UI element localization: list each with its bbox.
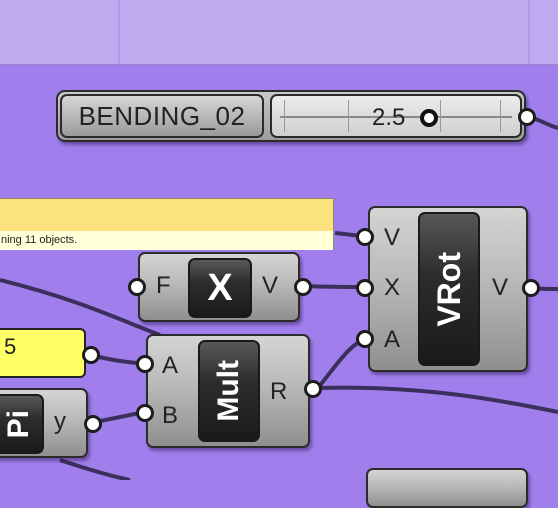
grid-line [118, 0, 120, 64]
slider-value: 2.5 [372, 104, 406, 131]
pi-component[interactable]: Pi y [0, 388, 88, 458]
slider-name: BENDING_02 [78, 100, 246, 131]
multiplication-name: Mult [212, 360, 245, 422]
slider-tick [440, 100, 441, 132]
multiplication-component[interactable]: A B Mult R [146, 334, 310, 448]
cross-product-center: X [188, 258, 252, 318]
slider-tick [500, 100, 501, 132]
input-grip-x[interactable] [356, 279, 374, 297]
output-label-v: V [492, 274, 509, 301]
output-grip-r[interactable] [304, 380, 322, 398]
number-slider[interactable]: BENDING_02 2.5 [56, 90, 526, 142]
wire [0, 278, 161, 337]
input-label-v: V [384, 224, 401, 251]
slider-tick [284, 100, 285, 132]
group-background [0, 0, 558, 66]
output-label-y: y [54, 408, 66, 435]
tooltip-header [0, 199, 333, 231]
tooltip: ning 11 objects. [0, 198, 334, 250]
wire [317, 385, 558, 414]
output-grip-v[interactable] [294, 278, 312, 296]
slider-rail [280, 116, 512, 118]
input-label-a: A [162, 352, 179, 379]
input-grip-a[interactable] [136, 355, 154, 373]
slider-track[interactable]: 2.5 [270, 94, 522, 138]
input-label-f: F [156, 272, 171, 299]
tooltip-text: ning 11 objects. [1, 234, 78, 246]
slider-name-box: BENDING_02 [60, 94, 264, 138]
wire [305, 284, 363, 289]
vector-rotate-component[interactable]: V X A VRot V [368, 206, 528, 372]
multiplication-center: Mult [198, 340, 260, 442]
wire [316, 337, 366, 390]
input-grip-f[interactable] [128, 278, 146, 296]
input-grip-v[interactable] [356, 228, 374, 246]
slider-output-grip[interactable] [518, 108, 536, 126]
output-grip-v[interactable] [522, 279, 540, 297]
panel-value: 5 [4, 334, 17, 359]
slider-handle[interactable] [420, 109, 438, 127]
vector-rotate-center: VRot [418, 212, 480, 366]
input-label-b: B [162, 402, 179, 429]
output-label-v: V [262, 272, 279, 299]
input-grip-a[interactable] [356, 330, 374, 348]
cross-product-component[interactable]: F X V [138, 252, 300, 322]
pi-center: Pi [0, 394, 44, 454]
vector-rotate-name: VRot [430, 251, 467, 327]
number-panel[interactable]: 5 [0, 328, 86, 378]
tooltip-body [0, 231, 333, 250]
cross-product-name: X [207, 266, 233, 309]
input-grip-b[interactable] [136, 404, 154, 422]
input-label-a: A [384, 326, 401, 353]
panel-output-grip[interactable] [82, 346, 100, 364]
pi-output-grip[interactable] [84, 415, 102, 433]
pi-name: Pi [2, 409, 35, 439]
slider-tick [348, 100, 349, 132]
offscreen-component[interactable] [366, 468, 528, 508]
output-label-r: R [270, 378, 288, 405]
grid-line [528, 0, 530, 64]
input-label-x: X [384, 274, 401, 301]
wire [59, 458, 131, 480]
